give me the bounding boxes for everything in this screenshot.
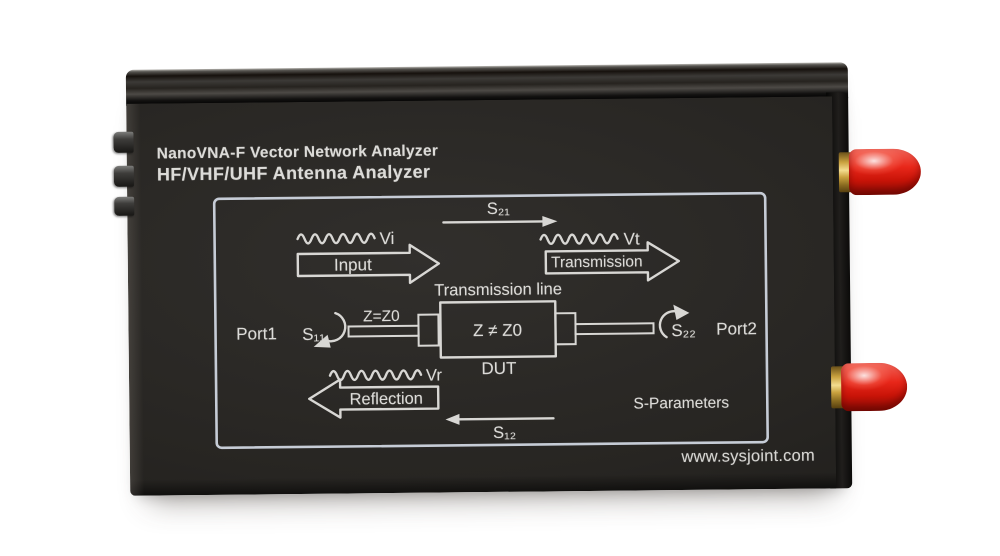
side-button-1 (113, 131, 134, 153)
transmission-line-label: Transmission line (434, 280, 562, 299)
s11-reflection-arc-icon (325, 311, 347, 343)
s22-label: S₂₂ (671, 321, 696, 340)
s22-arrowhead-icon (673, 304, 690, 321)
s-parameter-diagram: S₂₁ Vi Input Vt Transmission Transmissio… (212, 191, 769, 450)
input-label: Input (334, 255, 372, 274)
website-url: www.sysjoint.com (681, 446, 815, 466)
s12-label: S₁₂ (493, 424, 516, 442)
z-not-equal-label: Z ≠ Z0 (473, 321, 522, 341)
s22-reflection-arc-icon (658, 310, 679, 339)
port1-label: Port1 (236, 324, 277, 343)
vt-sine-wave-icon (539, 233, 619, 245)
device-title-line1: NanoVNA-F Vector Network Analyzer (156, 142, 439, 163)
left-connector-block (417, 313, 440, 347)
nanovna-device: NanoVNA-F Vector Network Analyzer HF/VHF… (113, 62, 922, 496)
right-connector-block (554, 312, 577, 346)
vi-sine-wave-icon (296, 232, 376, 245)
vt-label: Vt (623, 229, 640, 248)
vr-sine-wave-icon (328, 369, 423, 382)
port2-label: Port2 (716, 319, 757, 338)
vr-label: Vr (426, 366, 443, 384)
sma-connector-bottom (830, 362, 909, 412)
vi-label: Vi (379, 229, 394, 248)
s21-arrow-line (442, 220, 544, 224)
s12-arrowhead-icon (445, 413, 460, 425)
s-parameters-label: S-Parameters (633, 394, 729, 412)
s21-label: S₂₁ (487, 200, 511, 218)
transmission-arrow-icon (544, 241, 681, 282)
dut-label: DUT (481, 359, 516, 378)
input-arrow-icon (296, 243, 441, 285)
device-title-line2: HF/VHF/UHF Antenna Analyzer (156, 161, 431, 185)
diagram-border (212, 191, 769, 450)
s12-arrow-line (458, 417, 555, 421)
s21-arrowhead-icon (542, 215, 558, 227)
sma-connector-top (838, 148, 923, 196)
transmission-label: Transmission (551, 253, 643, 271)
reflection-arrow-icon (308, 378, 440, 419)
s11-arrowhead-icon (313, 334, 331, 348)
s11-label: S₁₁ (302, 325, 325, 344)
left-feedline (347, 324, 420, 338)
reflection-label: Reflection (349, 390, 423, 409)
sma-red-cap-icon (848, 148, 922, 196)
sma-red-cap-icon (840, 362, 908, 412)
z-equal-label: Z=Z0 (363, 308, 400, 325)
side-button-2 (113, 165, 135, 187)
right-feedline (574, 322, 655, 336)
side-button-3 (114, 196, 135, 216)
